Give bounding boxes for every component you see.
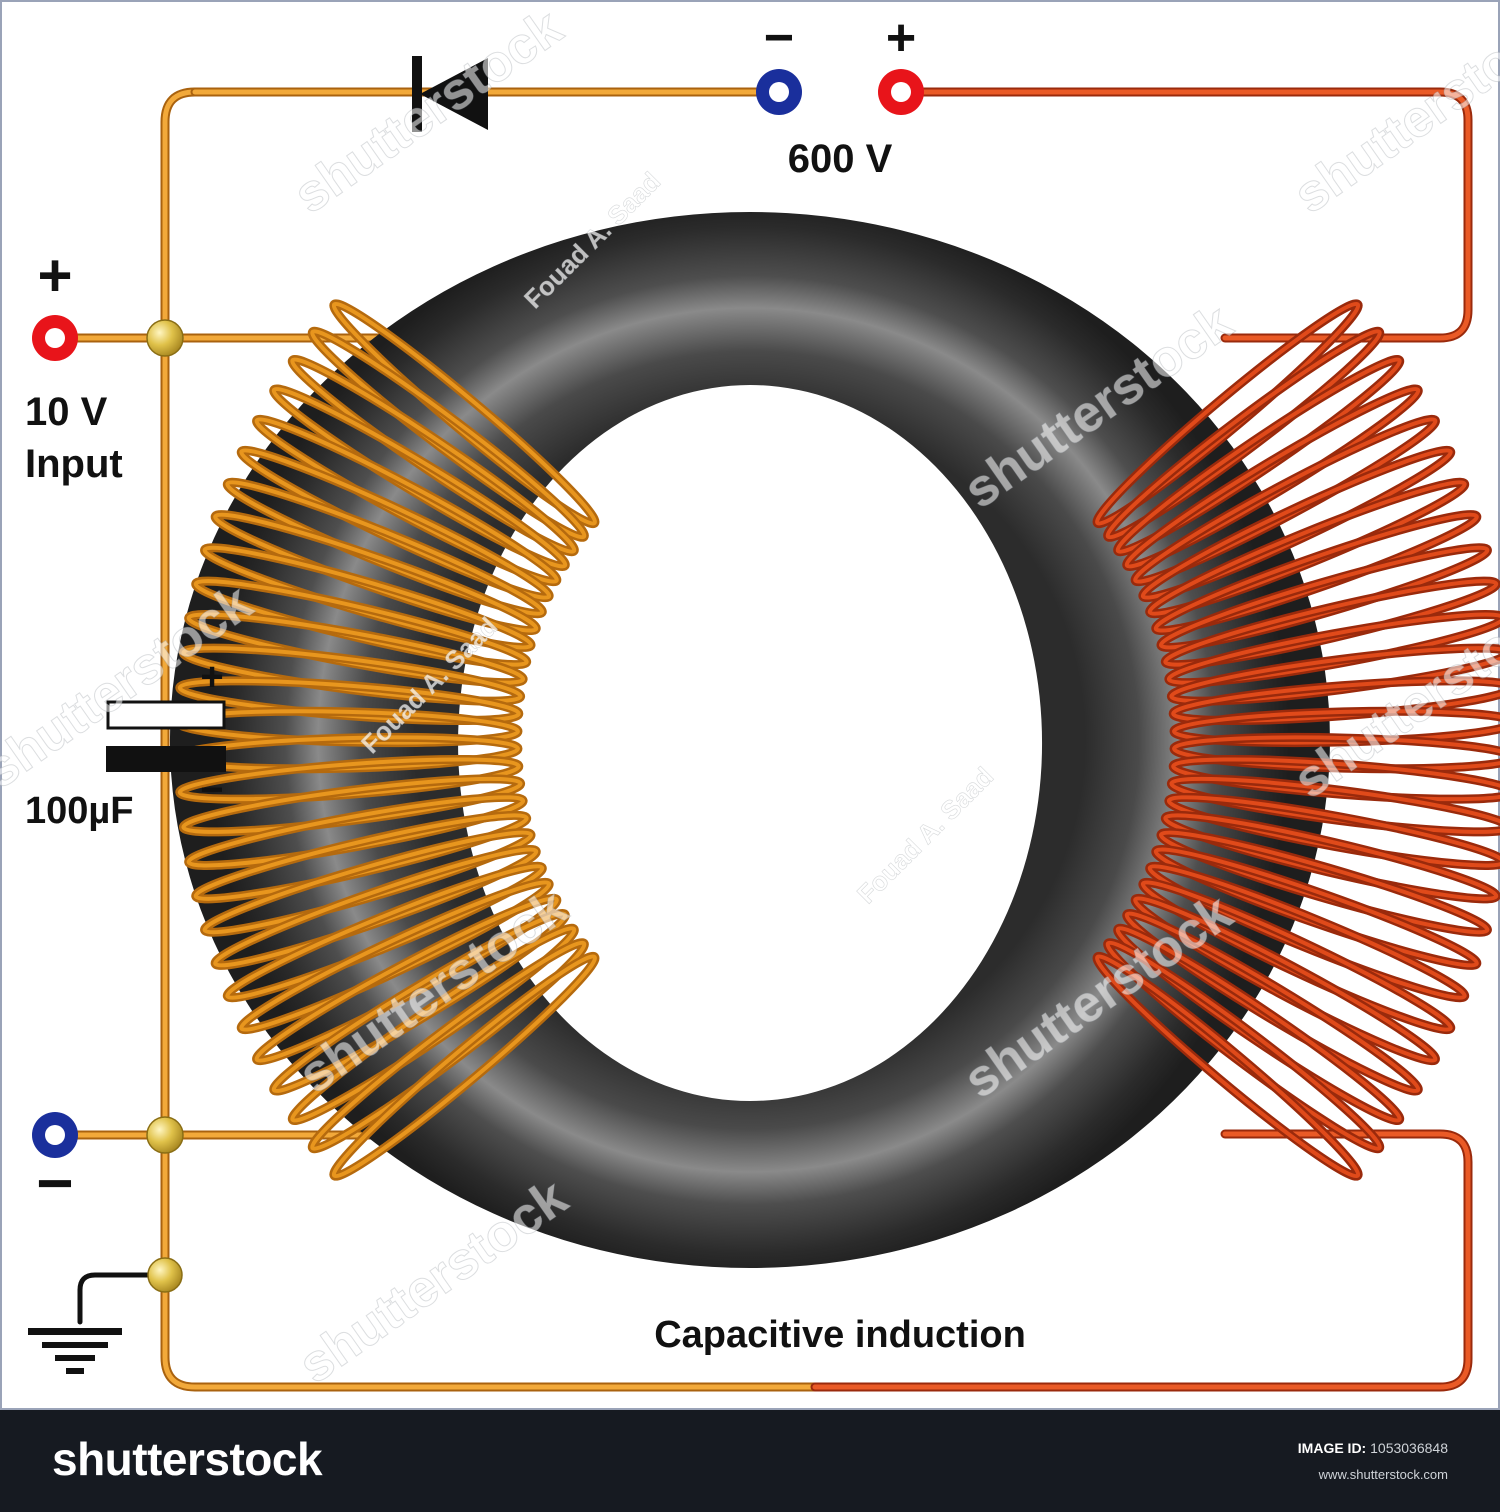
footer-site-link[interactable]: www.shutterstock.com xyxy=(1318,1467,1448,1482)
image-id-line: IMAGE ID: 1053036848 xyxy=(1298,1440,1448,1456)
output-plus-sign: + xyxy=(886,9,916,67)
diagram-frame xyxy=(0,0,1500,1410)
input-positive-terminal xyxy=(32,315,78,361)
watermark-brand: shutterstock xyxy=(284,0,573,225)
input-word-label: Input xyxy=(25,442,123,486)
circuit-diagram: − + 600 V + 10 V Input − + − 100µF Capac… xyxy=(0,0,1500,1410)
toroid-core xyxy=(169,212,1330,1268)
primary-coil-turn xyxy=(331,954,597,1179)
input-plus-sign: + xyxy=(37,242,72,309)
capacitor-minus-sign: − xyxy=(200,768,223,812)
watermark-author: Fouad A. Saad xyxy=(851,761,999,909)
capacitor-plus-sign: + xyxy=(200,655,223,699)
secondary-coil-turn xyxy=(1095,954,1361,1179)
ground-wire xyxy=(77,1272,168,1325)
secondary-coil xyxy=(1092,299,1500,1181)
junction-dot xyxy=(146,319,184,357)
output-minus-sign: − xyxy=(764,9,794,67)
secondary-top-wire xyxy=(902,89,1471,341)
image-id-value: 1053036848 xyxy=(1370,1440,1448,1456)
capacitor-symbol xyxy=(106,700,226,772)
junction-dot xyxy=(146,1116,184,1154)
input-negative-terminal xyxy=(32,1112,78,1158)
primary-coil xyxy=(173,299,600,1181)
output-positive-terminal xyxy=(878,69,924,115)
output-voltage-label: 600 V xyxy=(788,137,893,181)
capacitor-value-label: 100µF xyxy=(25,790,134,832)
caption-label: Capacitive induction xyxy=(654,1314,1026,1356)
output-negative-terminal xyxy=(756,69,802,115)
watermark-brand: shutterstock xyxy=(289,1168,578,1395)
secondary-bottom-wire xyxy=(812,1131,1471,1390)
footer-bar: shutterstock IMAGE ID: 1053036848 www.sh… xyxy=(0,1410,1500,1512)
primary-bus-wire xyxy=(162,89,818,1390)
footer-logo[interactable]: shutterstock xyxy=(52,1433,323,1485)
input-voltage-label: 10 V xyxy=(25,390,108,434)
image-id-label: IMAGE ID: xyxy=(1297,1440,1367,1456)
ground-symbol xyxy=(28,1328,122,1374)
input-minus-sign: − xyxy=(36,1147,73,1219)
junction-dot xyxy=(147,1257,183,1293)
diode-symbol xyxy=(412,56,488,132)
